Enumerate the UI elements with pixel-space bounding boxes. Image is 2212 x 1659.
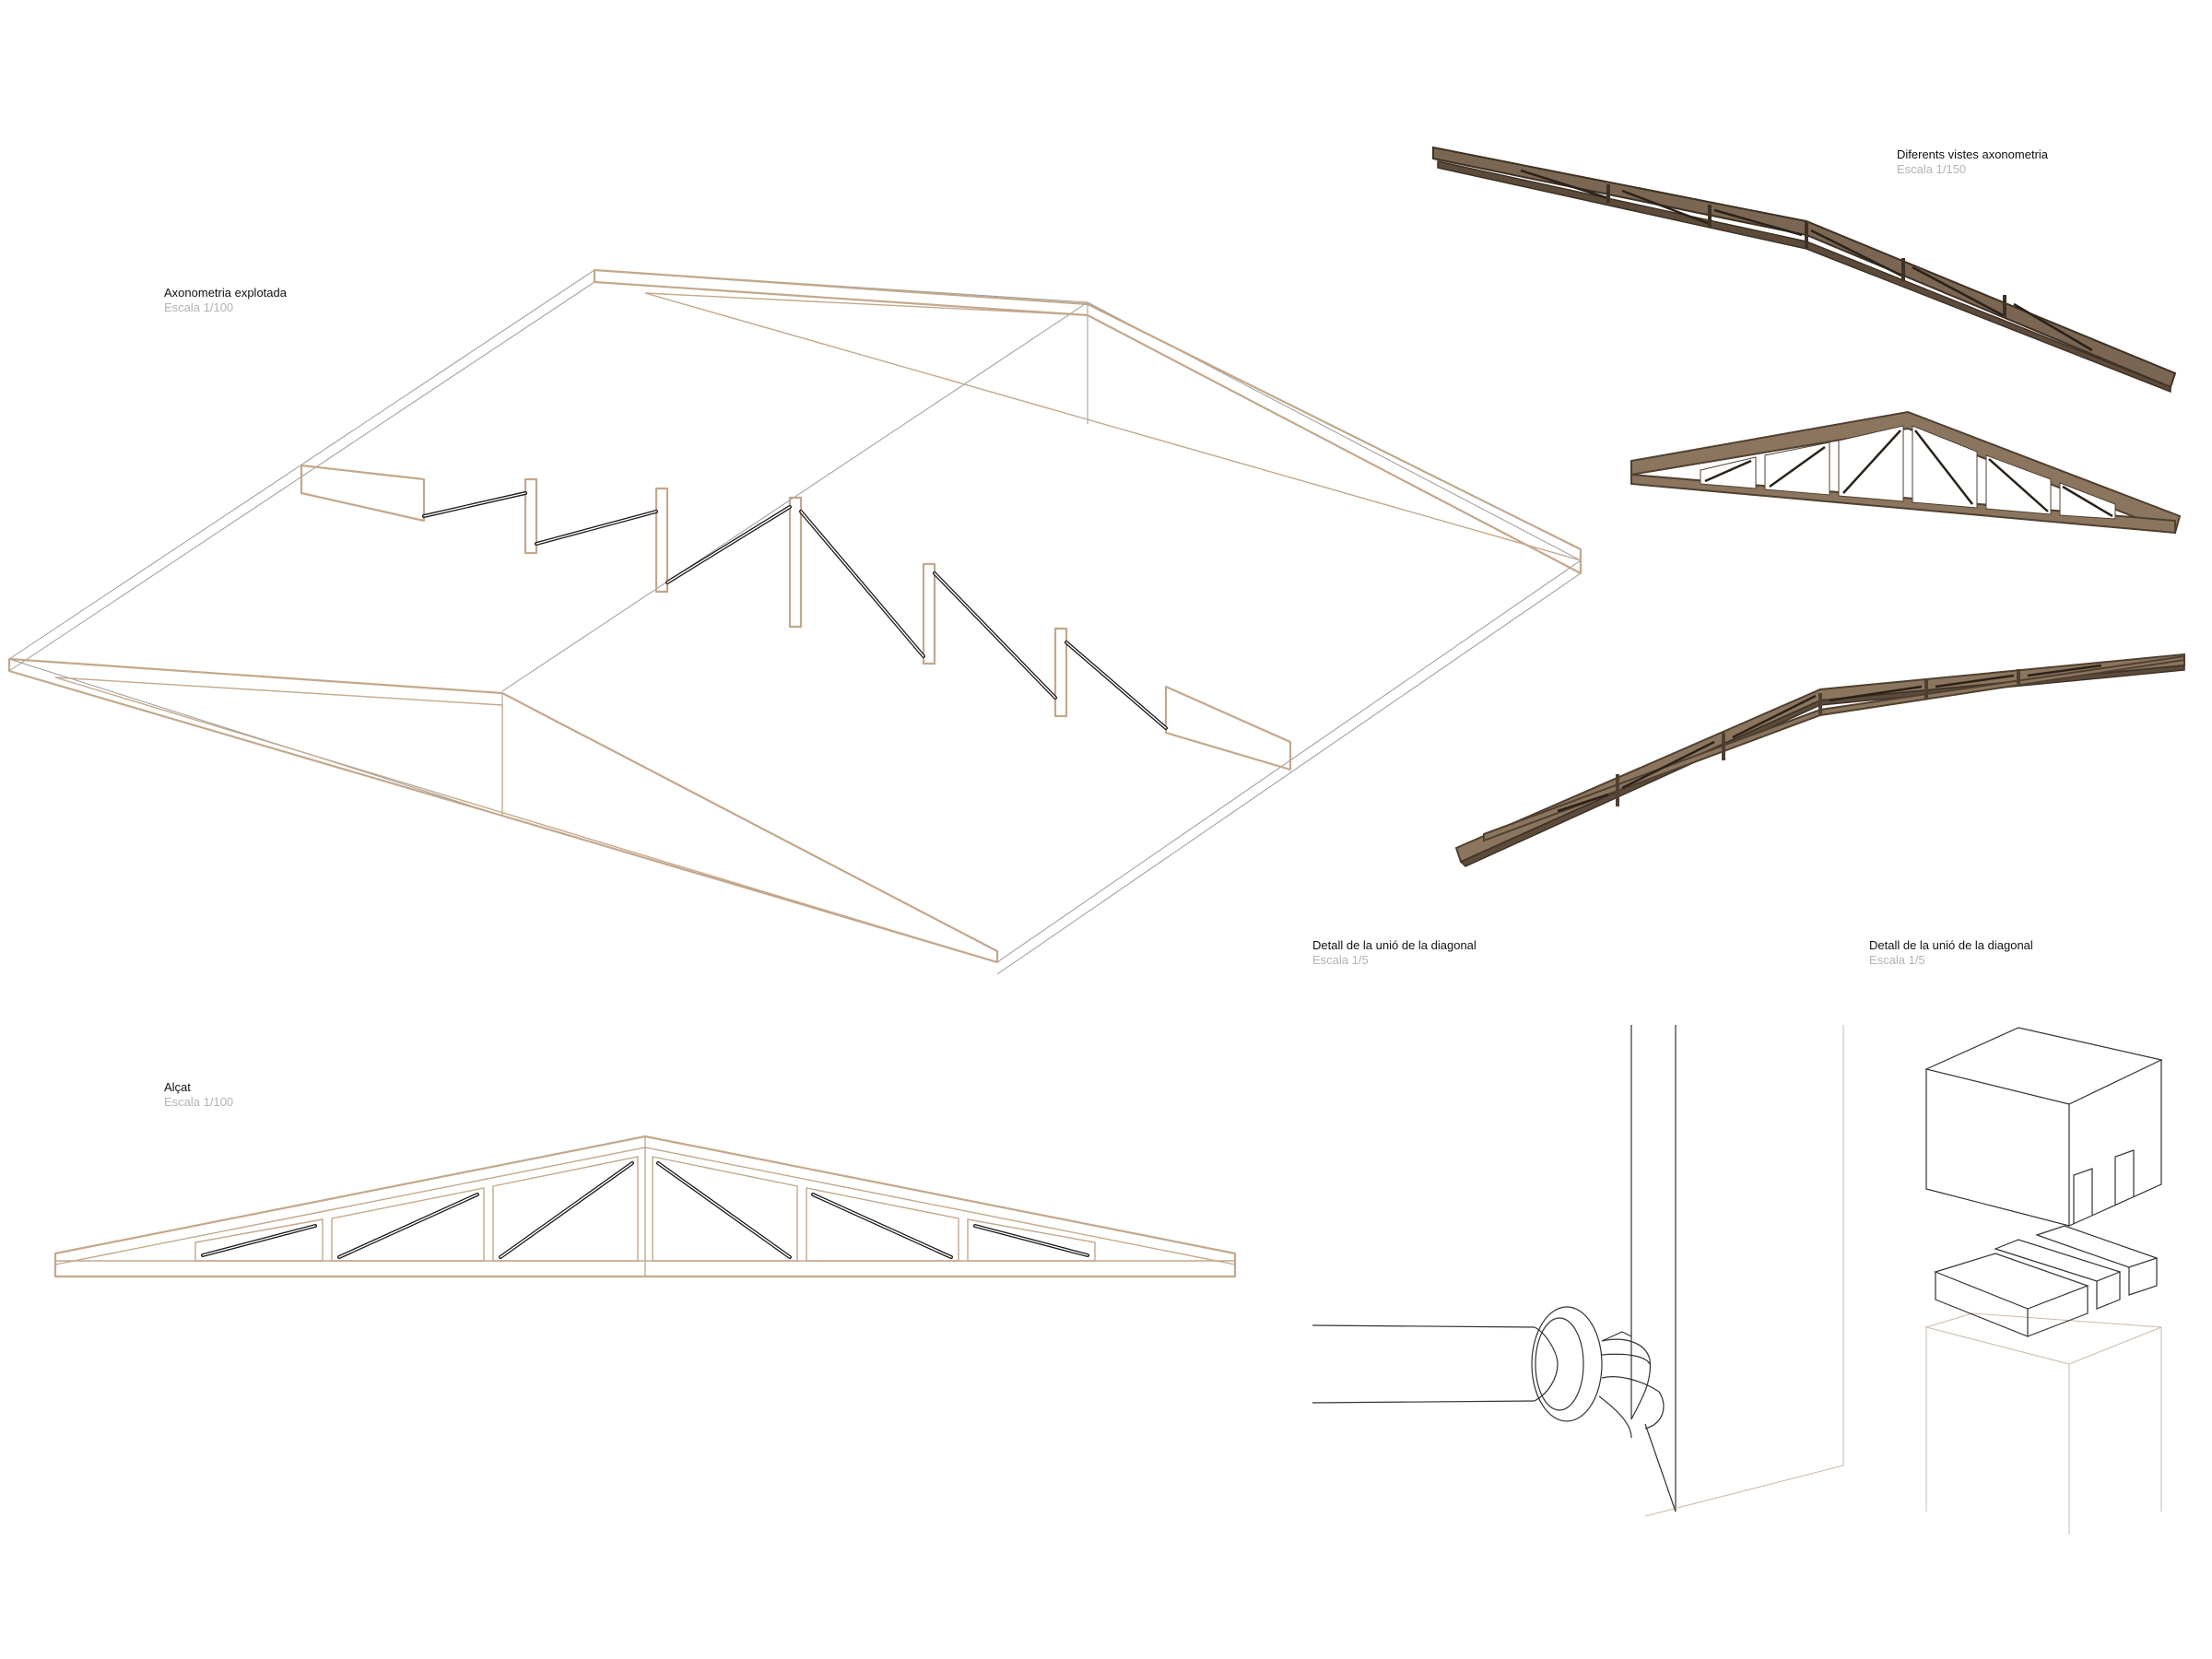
- axo-left-end-block: [300, 464, 426, 523]
- elevation-panel-4: [652, 1156, 798, 1262]
- elevation-scale: Escala 1/100: [164, 1095, 234, 1110]
- axo-vertical-1: [524, 477, 538, 555]
- axo-view-3-truss: [1454, 653, 2185, 867]
- axo-view-1-truss: [1432, 146, 2177, 394]
- views-label: Diferents vistes axonometria Escala 1/15…: [1897, 147, 2048, 178]
- axo-vertical-3: [788, 496, 803, 629]
- axo-back-top-chord: [593, 268, 1583, 575]
- axo-front-top-chord: [7, 657, 999, 964]
- detail-left-scale: Escala 1/5: [1312, 953, 1369, 968]
- elevation-panel-5: [806, 1187, 959, 1262]
- detail-right-scale: Escala 1/5: [1869, 953, 1925, 968]
- elevation-label: Alçat Escala 1/100: [164, 1080, 233, 1111]
- views-scale: Escala 1/150: [1897, 162, 1967, 177]
- elevation-panel-2: [331, 1187, 485, 1262]
- axo-vertical-2: [654, 487, 669, 594]
- elevation-panel-6: [967, 1218, 1096, 1262]
- axonometric-views: [1432, 146, 2185, 867]
- axo-view-2-truss: [1630, 410, 2182, 535]
- elevation-panel-3: [492, 1156, 639, 1262]
- elevation-panel-1: [194, 1218, 324, 1262]
- axo-title: Axonometria explotada: [164, 286, 287, 300]
- axo-guide-plane: [8, 269, 1582, 975]
- axo-scale: Escala 1/100: [164, 300, 234, 315]
- exploded-axonometry: [7, 268, 1583, 975]
- axo-vertical-4: [922, 562, 936, 665]
- detail-left-label: Detall de la unió de la diagonal Escala …: [1312, 938, 1477, 969]
- axo-label: Axonometria explotada Escala 1/100: [164, 286, 287, 316]
- elevation-diagonal-rods: [201, 1161, 1089, 1259]
- axo-vertical-5: [1053, 627, 1068, 718]
- elevation-title: Alçat: [164, 1080, 191, 1094]
- axo-diagonal-rods: [422, 491, 1168, 730]
- elevation-truss: [53, 1135, 1237, 1278]
- views-title: Diferents vistes axonometria: [1897, 147, 2049, 161]
- detail-right-label: Detall de la unió de la diagonal Escala …: [1869, 938, 2033, 969]
- detail-mortise-block: [1924, 1027, 2163, 1535]
- detail-left-title: Detall de la unió de la diagonal: [1312, 938, 1477, 952]
- detail-rod-connection: [1312, 1025, 1844, 1517]
- axo-right-end-block: [1164, 685, 1292, 771]
- detail-right-title: Detall de la unió de la diagonal: [1869, 938, 2033, 952]
